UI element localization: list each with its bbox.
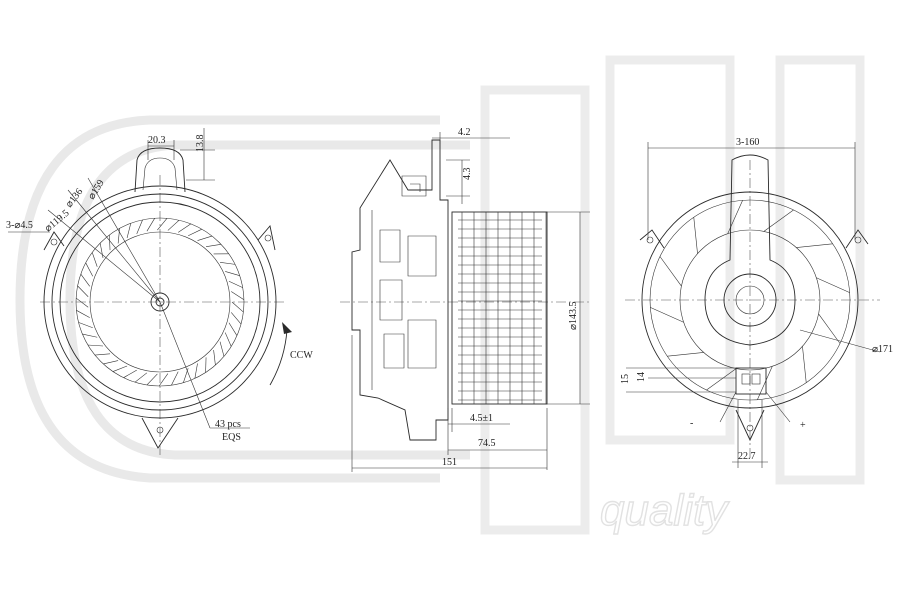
fan-blade (168, 220, 179, 230)
fan-blade (109, 235, 110, 250)
fan-blade (225, 271, 240, 275)
holes-3x4-5: 3-⌀4.5 (6, 220, 33, 231)
dim-151: 151 (442, 457, 457, 468)
fan-blade (195, 363, 198, 378)
fan-blade (225, 333, 231, 347)
wheel-blades (458, 212, 546, 404)
housing-rib (694, 217, 698, 253)
fan-blade (229, 323, 237, 336)
fan-blade (157, 218, 167, 230)
dia-119-5: ⌀119.5 (43, 208, 72, 235)
fan-blade (124, 370, 137, 378)
dim-74-5: 74.5 (478, 438, 496, 449)
housing-rib (667, 352, 703, 356)
fan-blade (76, 310, 89, 317)
dim-15: 15 (620, 374, 631, 384)
fan-blade (220, 342, 224, 357)
fan-blade (206, 244, 221, 246)
fan-blade (198, 236, 213, 240)
plus-terminal: + (800, 420, 806, 431)
watermark-logo: quality (20, 60, 860, 535)
dim-14: 14 (636, 372, 647, 382)
fan-blade (76, 298, 88, 307)
fan-blade (103, 361, 118, 364)
housing-rib (816, 278, 849, 293)
blade-count: 43 pcs (215, 419, 241, 430)
eqs-label: EQS (222, 432, 241, 443)
dim-4-2: 4.2 (458, 127, 471, 138)
side-view: 4.2 4.3 ⌀143.5 4.5±1 74.5 151 (340, 127, 590, 472)
fan-blade (159, 374, 168, 386)
fan-blade (100, 243, 103, 258)
housing-rib (660, 257, 681, 287)
fan-blade (127, 223, 131, 238)
rotation-ccw: CCW (290, 350, 313, 361)
watermark-text: quality (600, 486, 730, 535)
dia-171: ⌀171 (872, 344, 893, 355)
fan-blade (95, 354, 110, 355)
dim-22-7: 22.7 (738, 451, 756, 462)
fan-blade (171, 372, 178, 386)
fan-blade (214, 350, 216, 365)
housing-rib (802, 346, 806, 382)
ear-right (258, 226, 275, 250)
fan-blade (147, 218, 155, 231)
housing-rib (819, 314, 840, 344)
fan-blade (188, 229, 202, 236)
housing-rib (650, 307, 683, 322)
fan-blade (135, 373, 147, 382)
dim-3-160: 3-160 (736, 137, 759, 148)
rear-view: 3-160 ⌀171 15 14 - + 22.7 (620, 137, 893, 468)
fan-blade (82, 334, 97, 337)
dim-13-8: 13.8 (195, 135, 206, 153)
front-view: 20.3 13.8 ⌀159 ⌀136 ⌀119.5 3-⌀4.5 CCW 43… (6, 128, 313, 455)
fan-blade (229, 281, 243, 287)
housing-rib (757, 366, 772, 399)
fan-blade (88, 345, 103, 346)
minus-terminal: - (690, 418, 693, 429)
fan-blade (92, 252, 97, 266)
fan-blade (178, 224, 191, 232)
dim-4-5: 4.5±1 (470, 413, 493, 424)
dim-20-3: 20.3 (148, 135, 166, 146)
fan-blade (81, 274, 90, 286)
fan-blade (79, 322, 93, 327)
dia-143-5: ⌀143.5 (568, 301, 579, 330)
fan-blade (231, 292, 244, 300)
dim-4-3: 4.3 (462, 168, 473, 181)
fan-blade (147, 374, 157, 385)
fan-blade (231, 312, 241, 324)
housing-rib (796, 244, 832, 248)
fan-blade (113, 366, 127, 372)
fan-blade (78, 286, 89, 297)
fan-blade (232, 302, 243, 312)
fan-blade (137, 220, 143, 234)
fan-blade (86, 263, 93, 276)
fan-blade (220, 262, 235, 264)
